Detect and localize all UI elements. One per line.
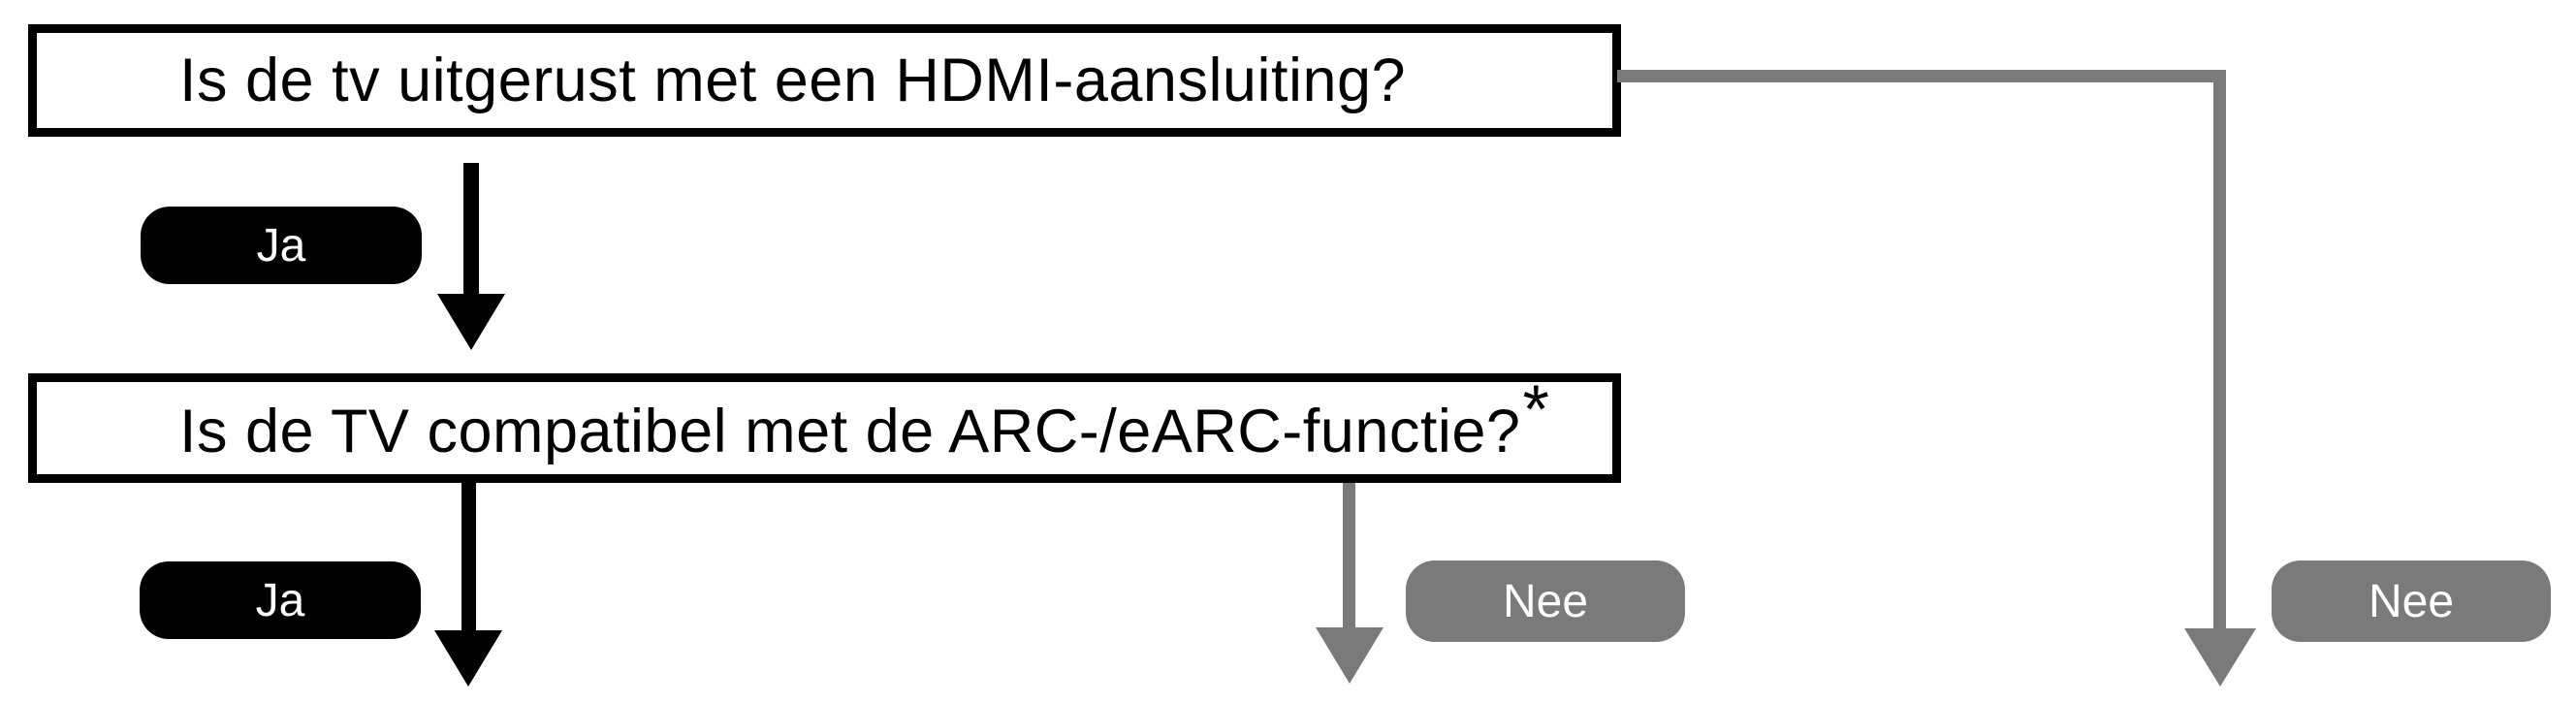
yes2-label: Ja [255, 574, 305, 626]
no2-badge: Nee [1406, 560, 1685, 642]
question-text-hdmi: Is de tv uitgerust met een HDMI-aansluit… [179, 47, 1407, 114]
yes1-arrow-down-icon [437, 294, 505, 350]
no1-label: Nee [2368, 575, 2455, 627]
yes2-arrow-down-icon [434, 630, 502, 687]
yes1-arrow-line [463, 163, 479, 297]
no2-label: Nee [1502, 575, 1589, 627]
no1-arrow-down-icon [2184, 628, 2256, 687]
yes1-label: Ja [256, 219, 306, 272]
question-box-hdmi: Is de tv uitgerust met een HDMI-aansluit… [28, 24, 1621, 137]
no1-connector-horizontal-line [1617, 70, 2226, 82]
yes2-arrow-line [461, 483, 476, 633]
no2-arrow-down-icon [1316, 627, 1383, 684]
no1-badge: Nee [2272, 560, 2551, 642]
question-text-arc: Is de TV compatibel met de ARC-/eARC-fun… [179, 370, 1549, 467]
no2-connector-vertical-line [1343, 483, 1355, 630]
question-text-arc-main: Is de TV compatibel met de ARC-/eARC-fun… [179, 398, 1521, 465]
yes2-badge: Ja [140, 561, 421, 639]
question-box-arc: Is de TV compatibel met de ARC-/eARC-fun… [28, 370, 1621, 483]
footnote-asterisk: * [1522, 370, 1550, 448]
yes1-badge: Ja [141, 207, 422, 284]
no1-connector-vertical-line [2213, 70, 2226, 630]
